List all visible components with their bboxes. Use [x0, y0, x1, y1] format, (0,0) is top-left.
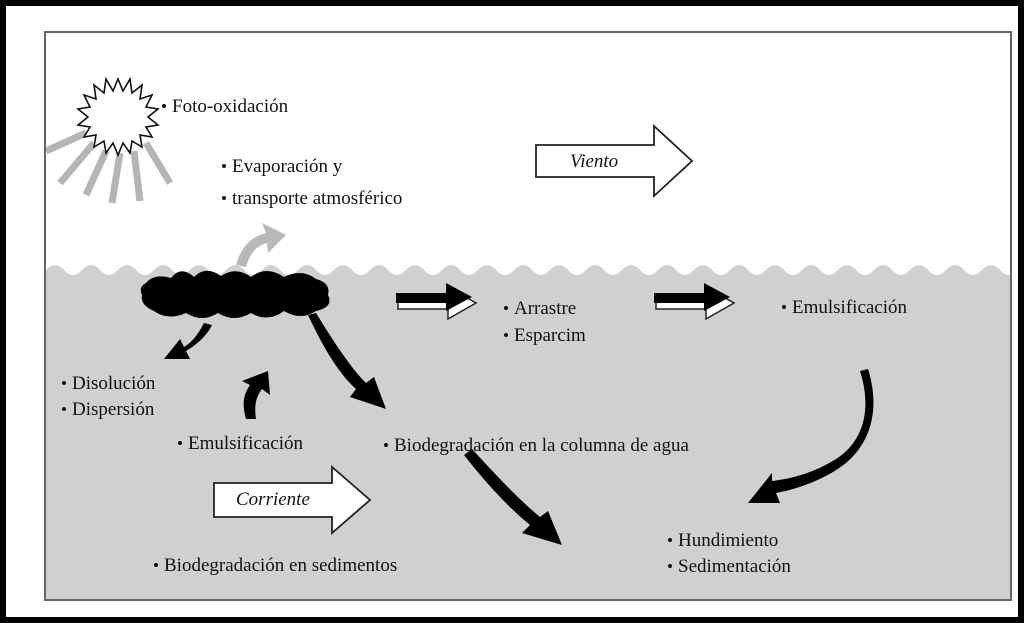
emulsificacion-arrow	[654, 283, 736, 321]
bullet-dot	[62, 406, 66, 411]
sun-icon	[76, 76, 160, 158]
hundimiento-arrow	[748, 369, 874, 503]
label-arrastre: Arrastre	[504, 299, 576, 318]
diagram-canvas	[46, 76, 1010, 599]
bullet-dot	[782, 304, 786, 309]
diagram-panel: Foto-oxidación Evaporación y transporte …	[44, 31, 1012, 601]
label-emulsificacion-left: Emulsificación	[178, 434, 303, 453]
label-hundimiento: Hundimiento	[668, 531, 778, 550]
bullet-dot	[504, 332, 508, 337]
viento-arrow	[535, 123, 694, 199]
bullet-dot	[668, 537, 672, 542]
label-dispersion: Dispersión	[62, 400, 154, 419]
disolucion-arrow	[164, 323, 212, 359]
label-biodeg-columna: Biodegradación en la columna de agua	[384, 436, 689, 455]
bullet-dot	[668, 563, 672, 568]
label-sedimentacion: Sedimentación	[668, 557, 791, 576]
evaporation-arrow	[236, 223, 286, 267]
sun-rays	[46, 129, 174, 204]
bullet-dot	[504, 305, 508, 310]
corriente-arrow	[213, 465, 372, 535]
bullet-dot	[222, 163, 226, 168]
bullet-dot	[154, 562, 158, 567]
bullet-dot	[384, 442, 388, 447]
label-evaporacion: Evaporación y	[222, 157, 342, 176]
emulsificacion-up-arrow	[242, 371, 270, 419]
bullet-dot	[222, 195, 226, 200]
bullet-dot	[162, 103, 166, 108]
label-foto-oxidacion: Foto-oxidación	[162, 97, 288, 116]
bullet-dot	[62, 380, 66, 385]
oil-slick-icon	[140, 270, 330, 318]
label-esparcim: Esparcim	[504, 326, 586, 345]
biodeg-sedimentos-arrow	[464, 449, 562, 545]
bullet-dot	[178, 440, 182, 445]
label-viento: Viento	[570, 151, 619, 172]
label-corriente: Corriente	[236, 489, 310, 510]
label-biodeg-sedimentos: Biodegradación en sedimentos	[154, 556, 397, 575]
label-disolucion: Disolución	[62, 374, 155, 393]
arrastre-arrow	[396, 283, 478, 321]
label-emulsificacion-right: Emulsificación	[782, 298, 907, 317]
label-transporte: transporte atmosférico	[222, 189, 402, 208]
biodeg-columna-arrow	[308, 313, 386, 409]
